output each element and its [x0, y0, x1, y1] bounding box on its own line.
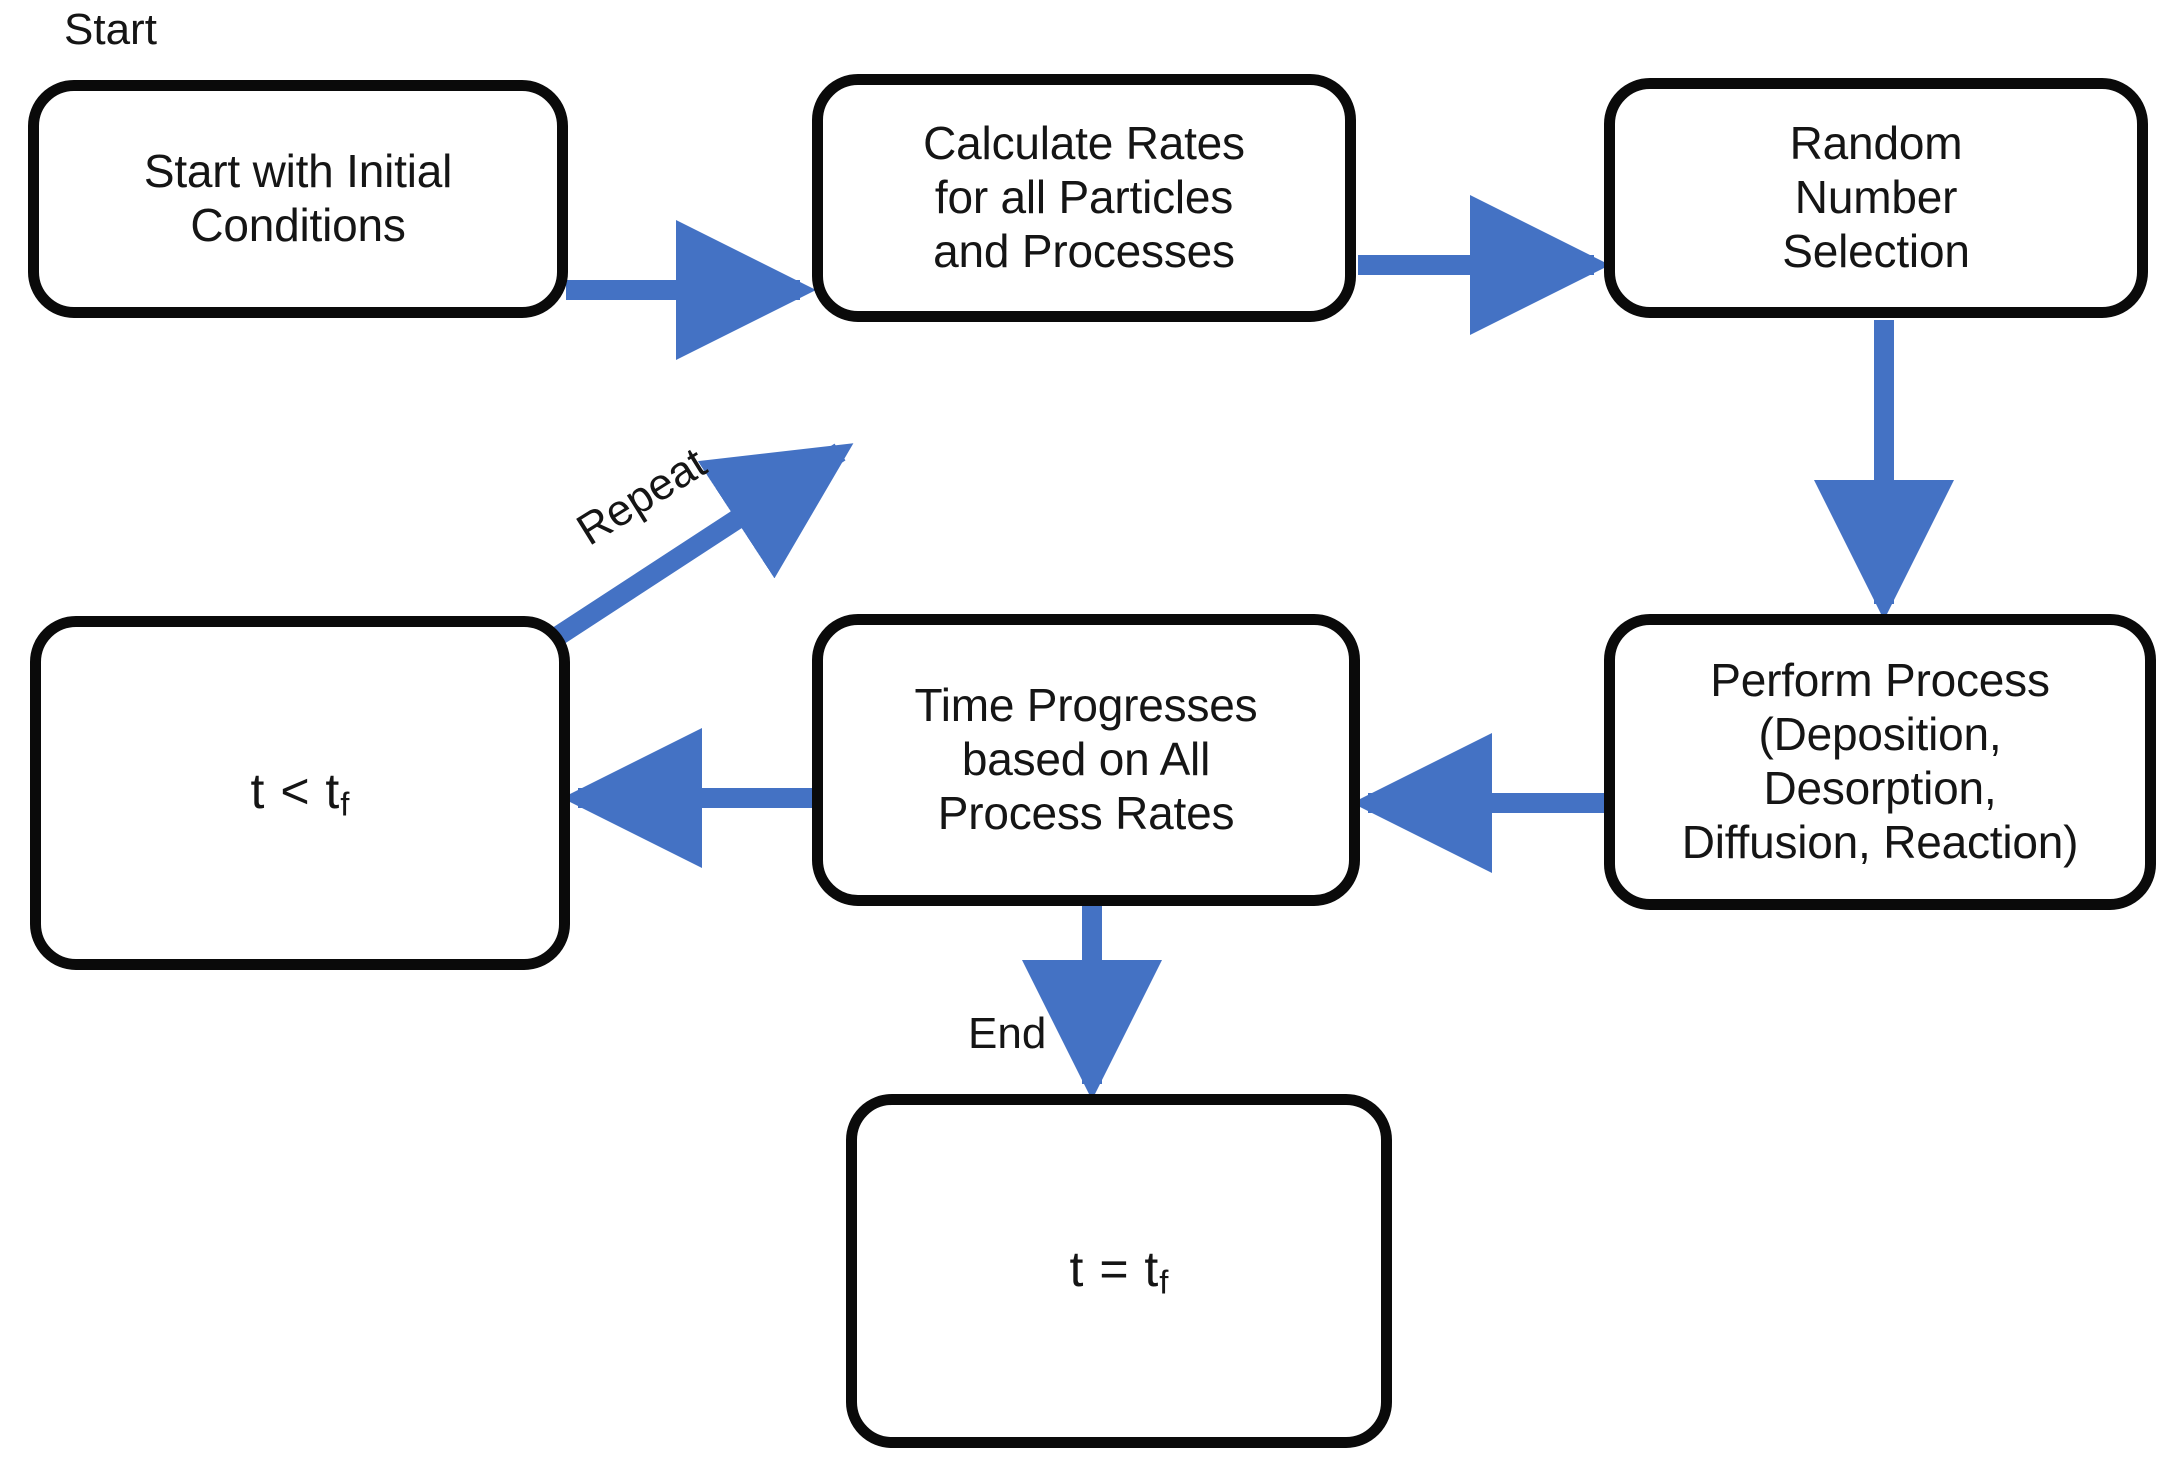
node-label: Random Number Selection: [1782, 117, 1970, 277]
node-label: Calculate Rates for all Particles and Pr…: [923, 117, 1245, 277]
start-caption: Start: [64, 5, 157, 54]
node-time-less-than-final[interactable]: t < tf: [30, 616, 570, 970]
node-random-number-selection[interactable]: Random Number Selection: [1604, 78, 2148, 318]
node-perform-process[interactable]: Perform Process (Deposition, Desorption,…: [1604, 614, 2156, 910]
repeat-edge-label: Repeat: [568, 438, 715, 556]
node-calculate-rates[interactable]: Calculate Rates for all Particles and Pr…: [812, 74, 1356, 322]
node-label: Start with Initial Conditions: [143, 145, 453, 251]
end-caption: End: [968, 1009, 1047, 1058]
node-label: t < tf: [250, 763, 350, 823]
node-label: t = tf: [1069, 1241, 1169, 1301]
node-time-equals-final[interactable]: t = tf: [846, 1094, 1392, 1448]
node-label: Perform Process (Deposition, Desorption,…: [1681, 654, 2079, 868]
node-start-with-initial-conditions[interactable]: Start with Initial Conditions: [28, 80, 568, 318]
node-label: Time Progresses based on All Process Rat…: [914, 679, 1258, 839]
node-time-progresses[interactable]: Time Progresses based on All Process Rat…: [812, 614, 1360, 906]
